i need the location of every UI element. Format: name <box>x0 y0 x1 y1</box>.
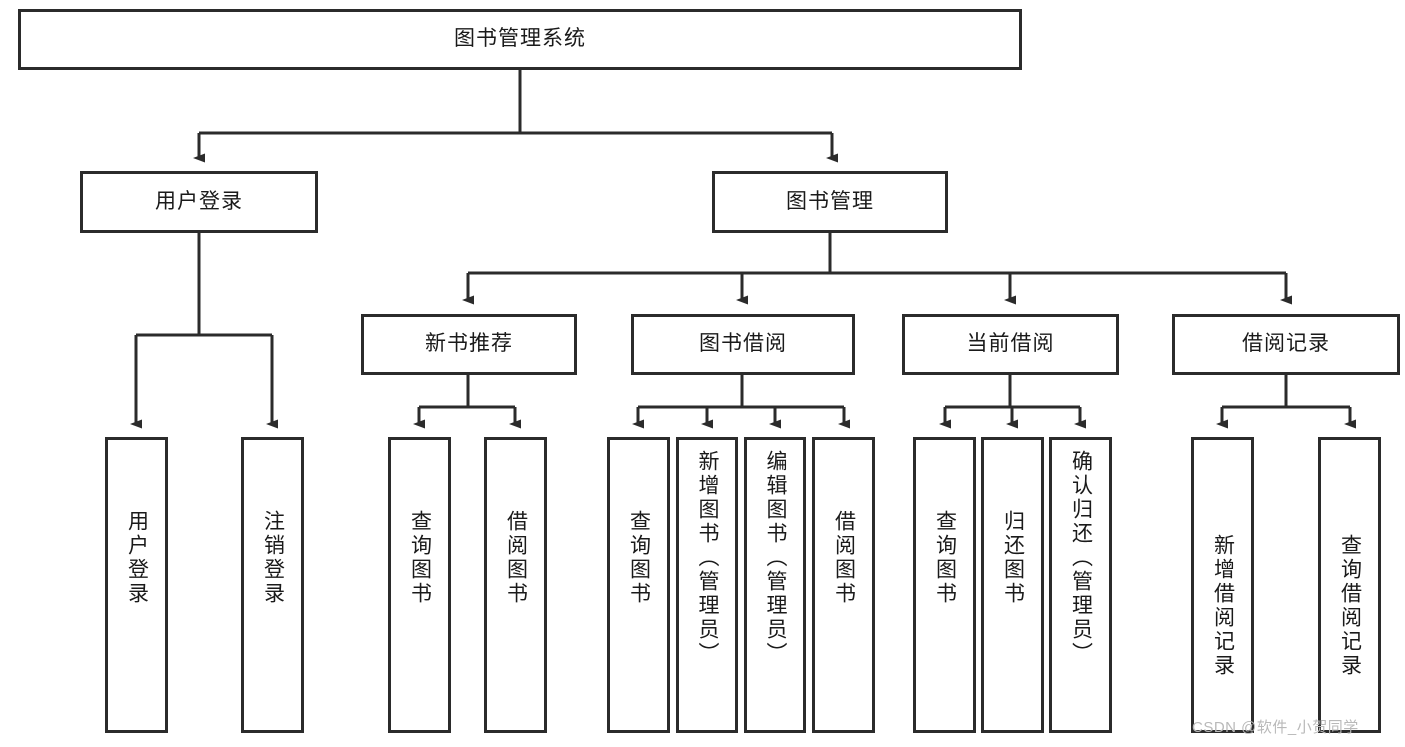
node-label: 新增图书（管理员） <box>696 450 720 666</box>
node-label: 查询图书 <box>933 510 957 606</box>
node-label: 归还图书 <box>1001 510 1025 606</box>
node-label: 编辑图书（管理员） <box>764 450 788 666</box>
leaf-current-return-book[interactable]: 归还图书 <box>981 437 1044 733</box>
node-label: 确认归还（管理员） <box>1069 450 1093 666</box>
node-label: 查询图书 <box>408 510 432 606</box>
leaf-current-confirm-return-admin[interactable]: 确认归还（管理员） <box>1049 437 1112 733</box>
node-label: 用户登录 <box>155 189 243 213</box>
leaf-record-add-record[interactable]: 新增借阅记录 <box>1191 437 1254 733</box>
node-book-management[interactable]: 图书管理 <box>712 171 948 233</box>
leaf-borrow-borrow-book[interactable]: 借阅图书 <box>812 437 875 733</box>
leaf-current-query-book[interactable]: 查询图书 <box>913 437 976 733</box>
leaf-recommend-borrow-book[interactable]: 借阅图书 <box>484 437 547 733</box>
leaf-recommend-query-book[interactable]: 查询图书 <box>388 437 451 733</box>
node-label: 新增借阅记录 <box>1211 534 1235 678</box>
node-label: 图书管理系统 <box>454 27 586 51</box>
node-current-borrow[interactable]: 当前借阅 <box>902 314 1119 375</box>
node-label: 查询借阅记录 <box>1338 534 1362 678</box>
node-borrow-record[interactable]: 借阅记录 <box>1172 314 1400 375</box>
node-book-borrow[interactable]: 图书借阅 <box>631 314 855 375</box>
leaf-borrow-add-book-admin[interactable]: 新增图书（管理员） <box>676 437 738 733</box>
node-root-system[interactable]: 图书管理系统 <box>18 9 1022 70</box>
node-label: 新书推荐 <box>425 332 513 356</box>
leaf-record-query-record[interactable]: 查询借阅记录 <box>1318 437 1381 733</box>
node-label: 查询图书 <box>627 510 651 606</box>
node-label: 图书管理 <box>786 189 874 213</box>
node-label: 注销登录 <box>261 510 285 606</box>
node-new-book-recommend[interactable]: 新书推荐 <box>361 314 577 375</box>
node-label: 当前借阅 <box>966 332 1055 356</box>
node-label: 借阅图书 <box>832 510 856 606</box>
csdn-watermark: CSDN @软件_小贺同学 <box>1192 719 1359 736</box>
leaf-user-login-logout[interactable]: 注销登录 <box>241 437 304 733</box>
node-label: 用户登录 <box>125 510 149 606</box>
leaf-borrow-edit-book-admin[interactable]: 编辑图书（管理员） <box>744 437 806 733</box>
node-label: 图书借阅 <box>699 332 787 356</box>
node-label: 借阅图书 <box>504 510 528 606</box>
node-label: 借阅记录 <box>1242 332 1330 356</box>
leaf-user-login-login[interactable]: 用户登录 <box>105 437 168 733</box>
leaf-borrow-query-book[interactable]: 查询图书 <box>607 437 670 733</box>
node-user-login[interactable]: 用户登录 <box>80 171 318 233</box>
